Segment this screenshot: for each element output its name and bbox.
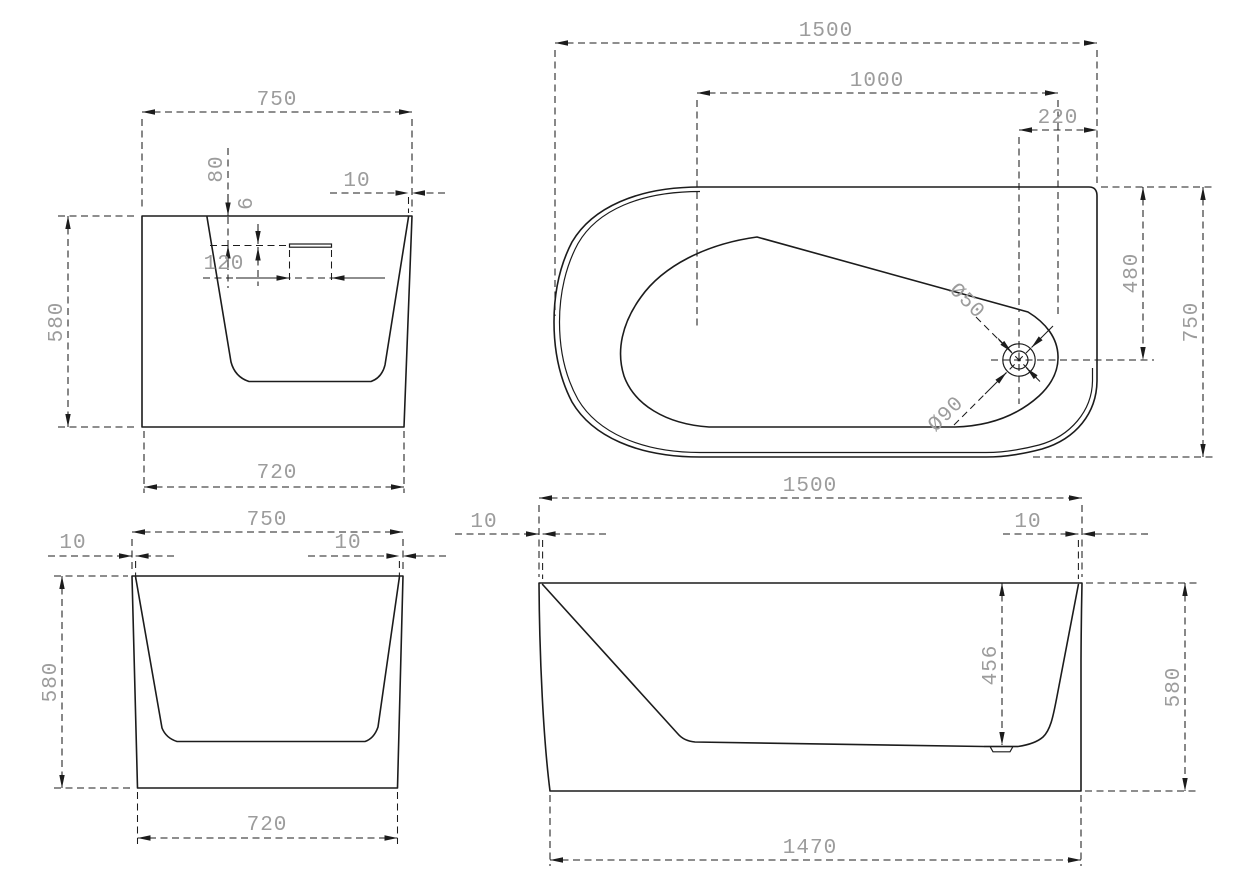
dim-label-drain-offset: 220 (1038, 107, 1079, 130)
plan-view: Ø50 Ø90 1500 1000 220 480 750 (553, 20, 1213, 458)
dim-label-left-wall: 10 (59, 532, 86, 555)
dim-label-bottom-width: 720 (257, 462, 298, 485)
dim-label-inner-depth: 456 (980, 645, 1003, 686)
dim-label-drain-outer: Ø90 (924, 392, 969, 437)
tub-outline (131, 575, 404, 789)
dim-label-slot-width: 120 (204, 253, 245, 276)
dim-label-top-width: 750 (257, 89, 298, 112)
basin-outline (619, 236, 1059, 428)
tub-rim-outline (553, 186, 1098, 458)
dim-arrow (1026, 367, 1041, 382)
dim-label-bottom-length: 1470 (783, 837, 837, 860)
leader-line (975, 316, 999, 340)
dim-label-overflow-drop: 80 (206, 155, 229, 182)
dim-label-drain-inner: Ø50 (944, 279, 989, 324)
dim-label-overall-width: 750 (1181, 302, 1204, 343)
dim-arrow (984, 372, 1007, 395)
side-view: 1500 10 10 456 580 1470 (455, 475, 1199, 866)
drain-recess (984, 745, 1018, 753)
dim-label-overall-length: 1500 (783, 475, 837, 498)
tub-basin-line (134, 576, 401, 743)
dim-label-rim-wall: 10 (343, 170, 370, 193)
overflow-slot (288, 243, 333, 248)
tub-outline (538, 582, 1083, 792)
tub-rim-inner-line (558, 190, 1094, 454)
dim-label-slot-height: 6 (236, 196, 259, 210)
dim-arrow (1031, 325, 1054, 348)
dim-label-basin-length: 1000 (850, 70, 904, 93)
tub-basin-line (206, 216, 410, 383)
dim-label-height: 580 (40, 662, 63, 703)
dim-label-left-wall: 10 (470, 511, 497, 534)
dim-label-height: 580 (46, 302, 69, 343)
dim-arrow (997, 338, 1012, 353)
dim-label-height: 580 (1163, 667, 1186, 708)
tub-outline (141, 215, 413, 428)
dim-label-drain-from-back: 480 (1121, 253, 1144, 294)
dim-label-overall-length: 1500 (799, 20, 853, 43)
end-view-overflow: 750 580 720 10 80 6 120 (46, 89, 445, 493)
tub-interior-line (541, 583, 1080, 748)
dim-label-right-wall: 10 (334, 532, 361, 555)
end-view-plain: 750 10 10 580 720 (40, 509, 446, 844)
leader-line (953, 393, 986, 426)
dim-label-bottom-width: 720 (247, 814, 288, 837)
dim-label-right-wall: 10 (1014, 511, 1041, 534)
dim-label-top-width: 750 (247, 509, 288, 532)
